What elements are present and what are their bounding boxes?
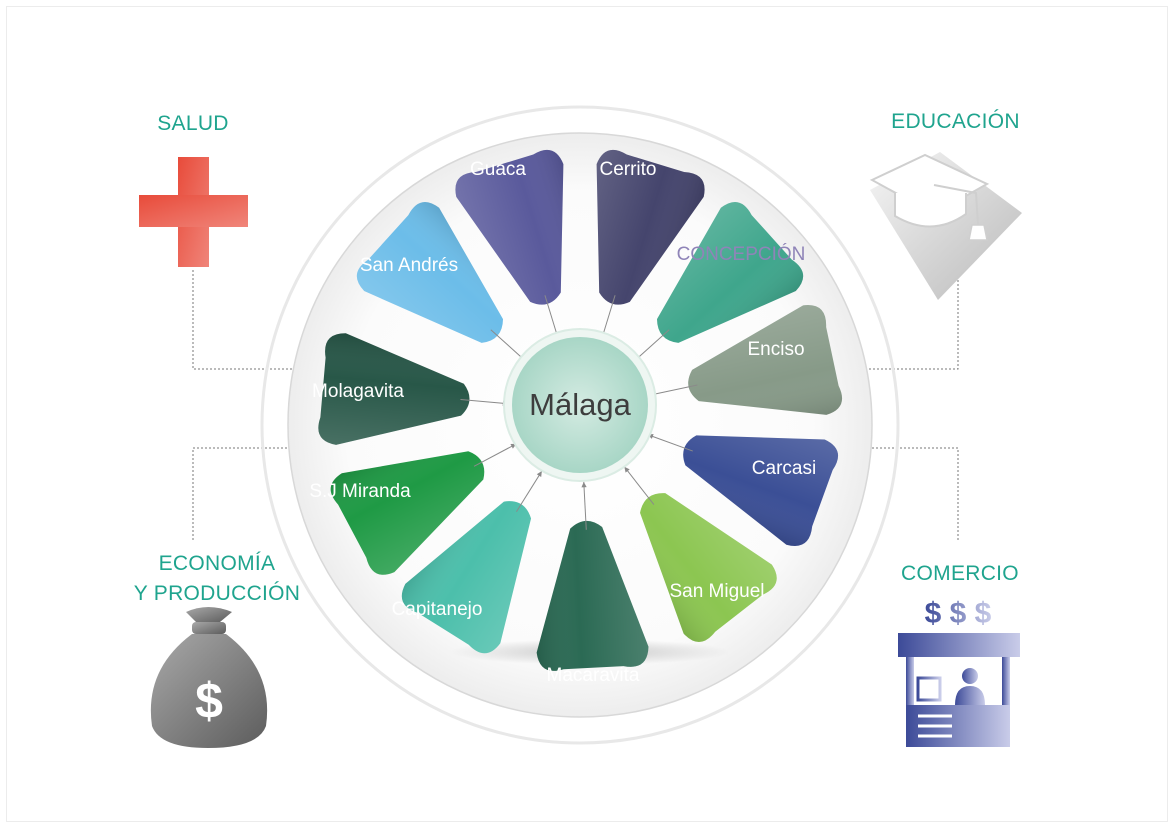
hub-label: Málaga	[529, 387, 631, 422]
arrow-line	[460, 399, 509, 405]
arrow-line	[647, 434, 693, 452]
petal-concepci-n	[656, 201, 804, 343]
page-frame	[6, 6, 1168, 822]
label-salud: SALUD	[157, 112, 229, 135]
petal-capitanejo	[401, 501, 532, 654]
arrow-head	[581, 481, 587, 488]
arrow-head	[536, 471, 542, 478]
market-stall-icon: $ $ $	[898, 597, 1020, 747]
label-economia-line1: ECONOMÍA	[158, 552, 276, 575]
label-comercio: COMERCIO	[901, 562, 1019, 585]
petal-label-macaravita: Macaravita	[546, 665, 640, 686]
label-educacion: EDUCACIÓN	[891, 110, 1020, 133]
money-bag-icon: $	[150, 607, 268, 748]
petal-label-san-andres: San Andrés	[359, 255, 459, 276]
petal-molagavita	[318, 333, 470, 445]
petal-label-enciso: Enciso	[747, 339, 805, 360]
dollar-symbols: $ $ $	[925, 597, 992, 630]
arrow-line	[650, 384, 698, 396]
label-economia-line2: Y PRODUCCIÓN	[133, 582, 301, 605]
petal-label-cerrito: Cerrito	[599, 159, 657, 180]
petal-enciso	[688, 305, 842, 415]
petal-san-andr-s	[356, 201, 504, 343]
graduation-cap-icon	[869, 152, 1022, 300]
arrow-line	[515, 470, 543, 513]
svg-text:$: $	[195, 673, 223, 729]
petal-label-sj-miranda: S.J Miranda	[309, 481, 411, 502]
petal-label-carcasi: Carcasi	[751, 458, 817, 479]
connector-salud	[192, 270, 552, 370]
petal-label-san-miguel: San Miguel	[669, 581, 765, 602]
arrow-head	[624, 466, 630, 473]
arrow-line	[623, 466, 655, 505]
arrow-line	[583, 481, 587, 530]
petal-label-capitanejo: Capitanejo	[391, 599, 483, 620]
petal-san-miguel	[640, 493, 777, 642]
connector-comercio	[612, 447, 959, 540]
petal-cerrito	[596, 149, 705, 305]
petal-carcasi	[683, 435, 839, 546]
petal-label-concepcion: CONCEPCIÓN	[676, 244, 806, 265]
petal-group	[318, 149, 842, 671]
arrow-line	[473, 443, 517, 467]
petal-s-j-miranda	[330, 451, 485, 575]
petal-macaravita	[536, 520, 649, 671]
petal-guaca	[455, 149, 564, 305]
hub-circle	[512, 337, 648, 473]
petal-label-molagavita: Molagavita	[312, 381, 404, 402]
red-cross-icon	[139, 157, 248, 267]
wheel-outer-ring	[260, 105, 900, 745]
connector-educacion	[612, 268, 959, 370]
petal-label-guaca: Guaca	[470, 159, 526, 180]
